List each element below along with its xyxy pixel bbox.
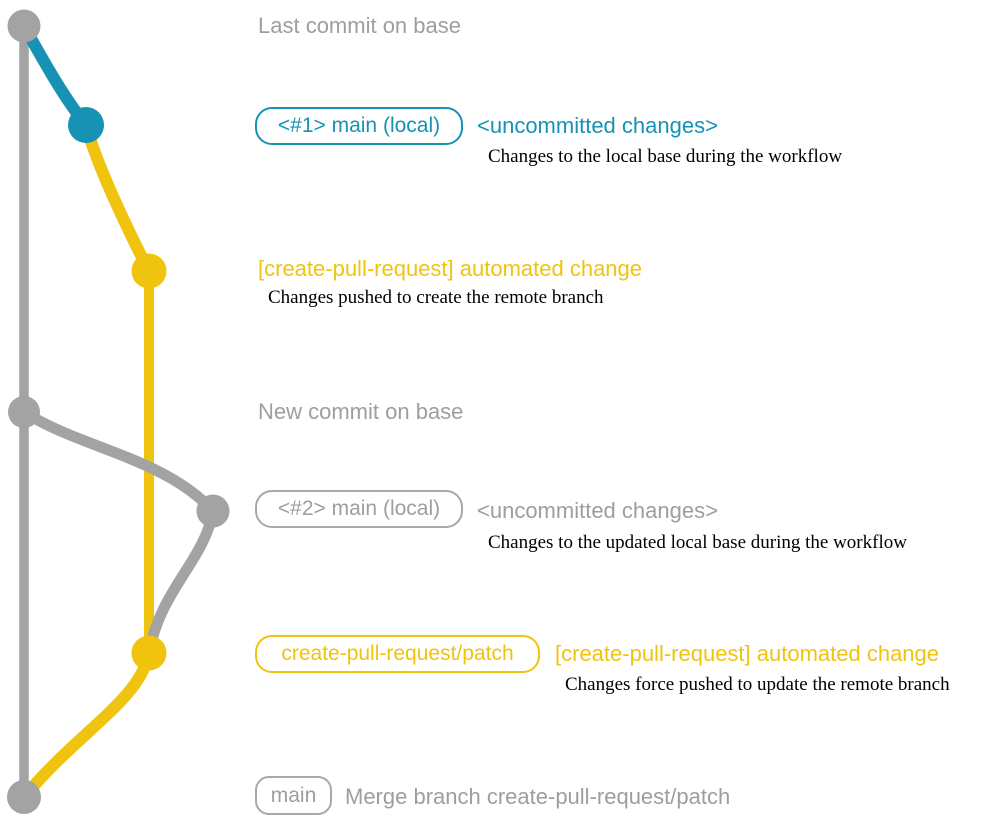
branch-ref-label: create-pull-request/patch xyxy=(281,642,514,665)
label-automated-change-2: [create-pull-request] automated change xyxy=(555,641,940,666)
commit-node-local-main-1 xyxy=(68,107,104,143)
commit-node-patch-2 xyxy=(131,635,167,671)
note-local-base-changes: Changes to the local base during the wor… xyxy=(488,146,843,167)
patch-merge-curve xyxy=(18,647,155,803)
commit-node-last-base xyxy=(7,9,41,43)
branch-ref-label: <#1> main (local) xyxy=(277,114,441,137)
label-last-commit-on-base: Last commit on base xyxy=(258,13,461,38)
branch-ref-box-main-local-2: <#2> main (local) xyxy=(255,490,463,528)
commit-node-local-main-2 xyxy=(196,494,230,528)
local-main-branch-curve-2 xyxy=(18,406,219,517)
local-main-merge-curve xyxy=(143,505,219,659)
branch-ref-box-patch: create-pull-request/patch xyxy=(255,635,540,673)
note-updated-local-base-changes: Changes to the updated local base during… xyxy=(488,532,907,553)
note-changes-force-pushed: Changes force pushed to update the remot… xyxy=(565,674,950,695)
patch-branch-curve-1 xyxy=(80,119,155,277)
branch-ref-label: <#2> main (local) xyxy=(277,497,441,520)
label-merge-branch: Merge branch create-pull-request/patch xyxy=(345,784,731,809)
commit-node-merge xyxy=(7,780,41,814)
label-uncommitted-changes-2: <uncommitted changes> xyxy=(477,498,718,523)
commit-node-patch-1 xyxy=(131,253,167,289)
branch-ref-label: main xyxy=(270,783,317,807)
label-automated-change-1: [create-pull-request] automated change xyxy=(258,256,643,281)
note-changes-pushed: Changes pushed to create the remote bran… xyxy=(268,287,604,308)
branch-ref-box-main: main xyxy=(255,776,332,815)
label-uncommitted-changes-1: <uncommitted changes> xyxy=(477,113,718,138)
label-new-commit-on-base: New commit on base xyxy=(258,399,464,424)
commit-node-new-base xyxy=(8,396,40,428)
branch-ref-box-main-local-1: <#1> main (local) xyxy=(255,107,463,145)
